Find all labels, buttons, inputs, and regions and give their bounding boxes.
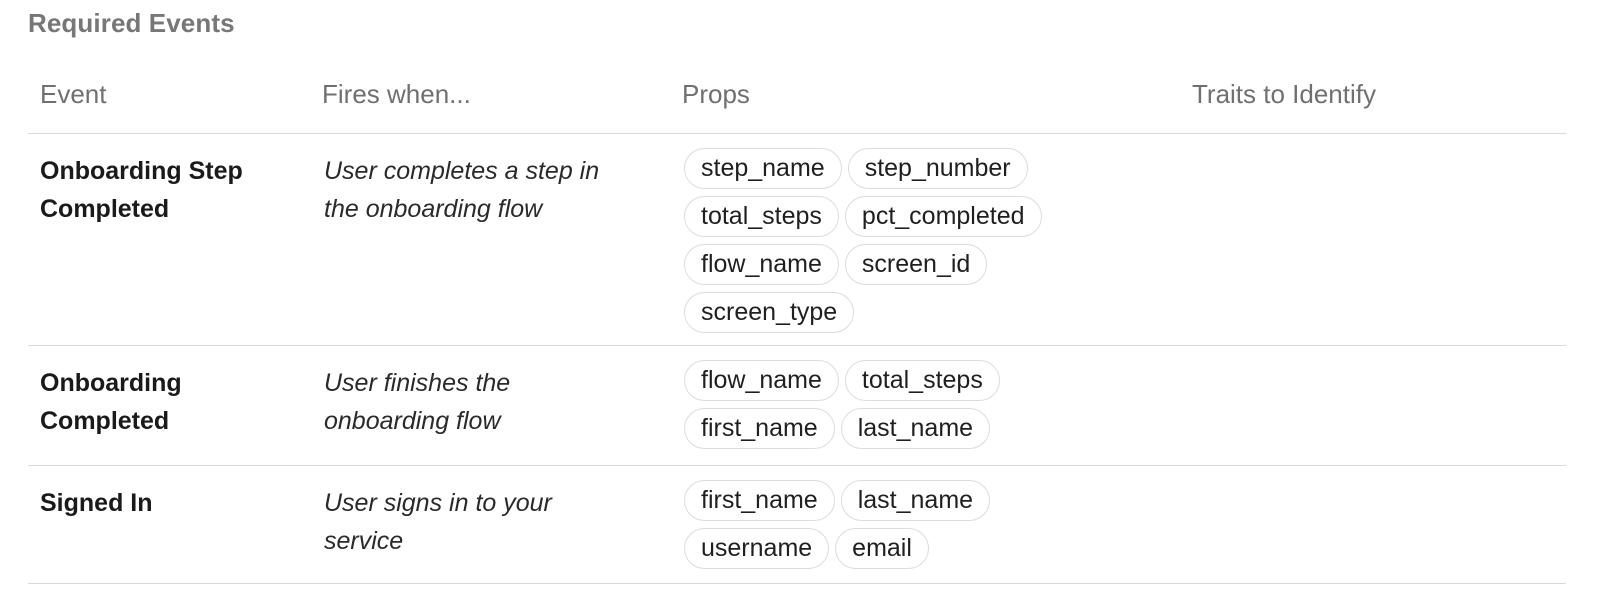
prop-chip: last_name [840,480,991,521]
fires-when-cell: User finishes the onboarding flow [324,364,654,440]
event-name: Signed In [40,489,153,517]
fires-when-cell: User signs in to your service [324,484,654,560]
fires-when-text: onboarding flow [324,407,501,435]
prop-chip: first_name [684,408,835,449]
prop-chip: total_steps [684,196,839,237]
props-cell: step_name step_number total_steps pct_co… [684,148,1124,333]
props-cell: flow_name total_steps first_name last_na… [684,360,1124,449]
prop-chip: last_name [840,408,991,449]
event-name: Completed [40,407,170,435]
event-name: Onboarding [40,369,182,397]
table-header: Event Fires when... Props Traits to Iden… [28,62,1566,134]
section-title: Required Events [28,8,235,38]
prop-chip: screen_type [684,292,855,333]
event-name: Onboarding Step [40,157,243,185]
prop-chip: screen_id [844,244,988,285]
prop-chip: total_steps [844,360,1000,401]
fires-when-text: User finishes the [324,369,511,397]
column-header-traits: Traits to Identify [1192,79,1376,109]
prop-chip: pct_completed [844,196,1042,237]
fires-when-text: User signs in to your [324,489,552,517]
prop-chip: username [684,528,830,569]
event-name: Completed [40,195,170,223]
column-header-props: Props [682,79,750,109]
prop-chip: step_number [847,148,1028,189]
fires-when-text: the onboarding flow [324,195,543,223]
table-row: Onboarding Step Completed User completes… [28,134,1566,346]
fires-when-text: User completes a step in [324,157,600,185]
column-header-fires-when: Fires when... [322,79,471,109]
table-row: Onboarding Completed User finishes the o… [28,346,1566,466]
prop-chip: flow_name [684,360,839,401]
column-header-event: Event [40,79,107,109]
events-table: Event Fires when... Props Traits to Iden… [28,62,1566,584]
prop-chip: step_name [684,148,842,189]
prop-chip: first_name [684,480,835,521]
event-name-cell: Onboarding Completed [40,364,300,440]
event-name-cell: Signed In [40,484,300,522]
table-row: Signed In User signs in to your service … [28,466,1566,584]
prop-chip: email [835,528,929,569]
prop-chip: flow_name [684,244,839,285]
fires-when-cell: User completes a step in the onboarding … [324,152,654,228]
fires-when-text: service [324,527,404,555]
props-cell: first_name last_name username email [684,480,1124,569]
event-name-cell: Onboarding Step Completed [40,152,300,228]
